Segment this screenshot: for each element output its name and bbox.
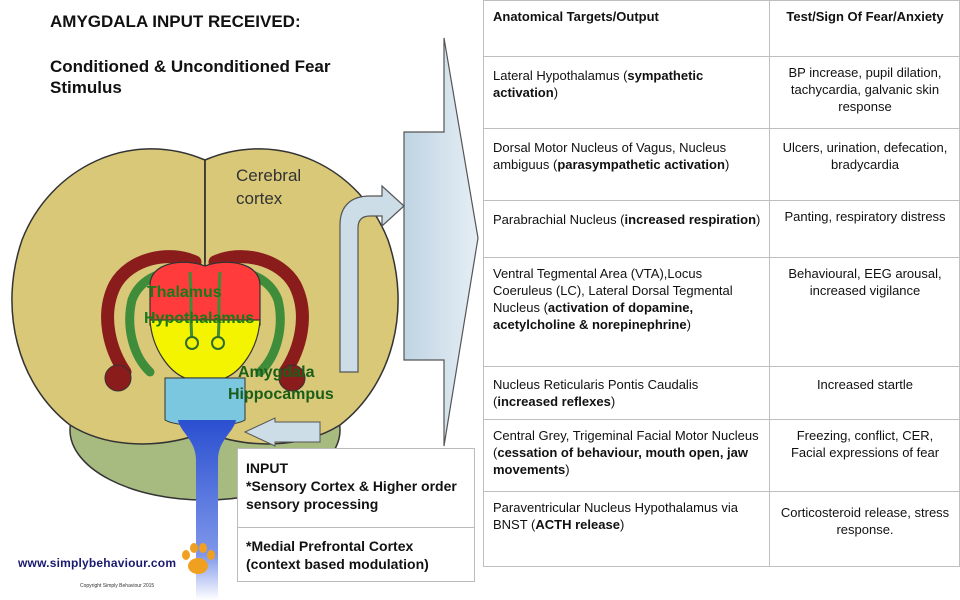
table-row: Ventral Tegmental Area (VTA),Locus Coeru… (483, 257, 960, 367)
target-text: Ventral Tegmental Area (VTA),Locus Coeru… (493, 266, 733, 315)
paw-icon (182, 543, 215, 574)
table-row: Parabrachial Nucleus (increased respirat… (483, 200, 960, 258)
target-text: ) (553, 85, 559, 100)
target-cell: Ventral Tegmental Area (VTA),Locus Coeru… (483, 257, 770, 367)
table-row: Nucleus Reticularis Pontis Caudalis (inc… (483, 366, 960, 420)
page-subtitle: Conditioned & Unconditioned Fear Stimulu… (50, 57, 331, 97)
sign-cell: Corticosteroid release, stress response. (769, 491, 960, 567)
cortex-label: Cerebral cortex (236, 166, 302, 208)
target-text: ) (686, 317, 691, 332)
target-text: Dorsal Motor Nucleus of Vagus, Nucleus a… (493, 140, 727, 172)
target-text: Parabrachial Nucleus ( (493, 212, 625, 227)
target-text: sympathetic activation (493, 68, 704, 100)
target-text: ) (619, 517, 625, 532)
target-cell: Nucleus Reticularis Pontis Caudalis (inc… (483, 366, 770, 420)
target-text: ) (610, 394, 616, 409)
sign-text: Freezing, conflict, CER, Facial expressi… (790, 428, 940, 460)
sign-cell: Freezing, conflict, CER, Facial expressi… (769, 419, 960, 492)
thalamus-label: Thalamus (147, 284, 222, 301)
sign-cell: Panting, respiratory distress (769, 200, 960, 258)
input-sensory-cortex: *Sensory Cortex & Higher order sensory p… (246, 478, 457, 512)
sign-text: Corticosteroid release, stress response. (780, 505, 950, 537)
target-text: Lateral Hypothalamus ( (493, 68, 628, 83)
sign-text: Ulcers, urination, defecation, bradycard… (782, 140, 948, 172)
sign-cell: BP increase, pupil dilation, tachycardia… (769, 56, 960, 129)
target-cell: Paraventricular Nucleus Hypothalamus via… (483, 491, 770, 567)
sign-text: Behavioural, EEG arousal, increased vigi… (788, 266, 942, 298)
target-cell: Central Grey, Trigeminal Facial Motor Nu… (483, 419, 770, 492)
target-text: ) (724, 157, 730, 172)
target-text: increased reflexes (497, 394, 611, 409)
table-row: Paraventricular Nucleus Hypothalamus via… (483, 491, 960, 567)
target-text: increased respiration (624, 212, 757, 227)
target-text: parasympathetic activation (557, 157, 725, 172)
hypothalamus-label: Hypothalamus (144, 310, 255, 327)
website-logo: www.simplybehaviour.com (18, 556, 177, 570)
copyright-text: Copyright Simply Behaviour 2015 (80, 583, 155, 589)
input-medial-prefrontal: *Medial Prefrontal Cortex (context based… (246, 538, 429, 572)
target-cell: Parabrachial Nucleus (increased respirat… (483, 200, 770, 258)
target-text: Paraventricular Nucleus Hypothalamus via… (493, 500, 738, 532)
table-row: Lateral Hypothalamus (sympathetic activa… (483, 56, 960, 129)
sign-text: Panting, respiratory distress (784, 209, 946, 224)
sign-text: BP increase, pupil dilation, tachycardia… (788, 65, 942, 114)
target-cell: Dorsal Motor Nucleus of Vagus, Nucleus a… (483, 128, 770, 201)
table-row: Dorsal Motor Nucleus of Vagus, Nucleus a… (483, 128, 960, 201)
left-red-arc (101, 250, 202, 379)
big-output-arrow (403, 37, 479, 447)
input-arrow (243, 417, 321, 447)
input-heading: INPUT (246, 460, 288, 476)
sign-cell: Ulcers, urination, defecation, bradycard… (769, 128, 960, 201)
targets-table: Anatomical Targets/Output Test/Sign Of F… (483, 0, 960, 567)
table-row: Central Grey, Trigeminal Facial Motor Nu… (483, 419, 960, 492)
curved-arrow (339, 184, 405, 373)
target-text: activation of dopamine, acetylcholine & … (493, 300, 694, 332)
sign-cell: Behavioural, EEG arousal, increased vigi… (769, 257, 960, 367)
sign-cell: Increased startle (769, 366, 960, 420)
target-text: ) (756, 212, 761, 227)
brainstem (178, 420, 236, 600)
target-text: Central Grey, Trigeminal Facial Motor Nu… (493, 428, 759, 460)
input-box: INPUT *Sensory Cortex & Higher order sen… (237, 448, 475, 582)
target-text: ACTH release (535, 517, 620, 532)
target-cell: Lateral Hypothalamus (sympathetic activa… (483, 56, 770, 129)
sign-text: Increased startle (816, 377, 914, 392)
page-title: AMYGDALA INPUT RECEIVED: (50, 12, 301, 31)
header-signs: Test/Sign Of Fear/Anxiety (769, 0, 960, 57)
amygdala-label: Amygdala (238, 364, 315, 381)
target-text: cessation of behaviour, mouth open, jaw … (493, 445, 748, 477)
right-red-arc (208, 250, 309, 379)
table-header-row: Anatomical Targets/Output Test/Sign Of F… (483, 0, 960, 57)
target-text: ) (565, 462, 570, 477)
target-text: Nucleus Reticularis Pontis Caudalis ( (493, 377, 699, 409)
hippocampus-label: Hippocampus (228, 386, 334, 403)
thalamus-shape (149, 261, 261, 326)
input-divider (238, 527, 474, 528)
header-targets: Anatomical Targets/Output (483, 0, 770, 57)
